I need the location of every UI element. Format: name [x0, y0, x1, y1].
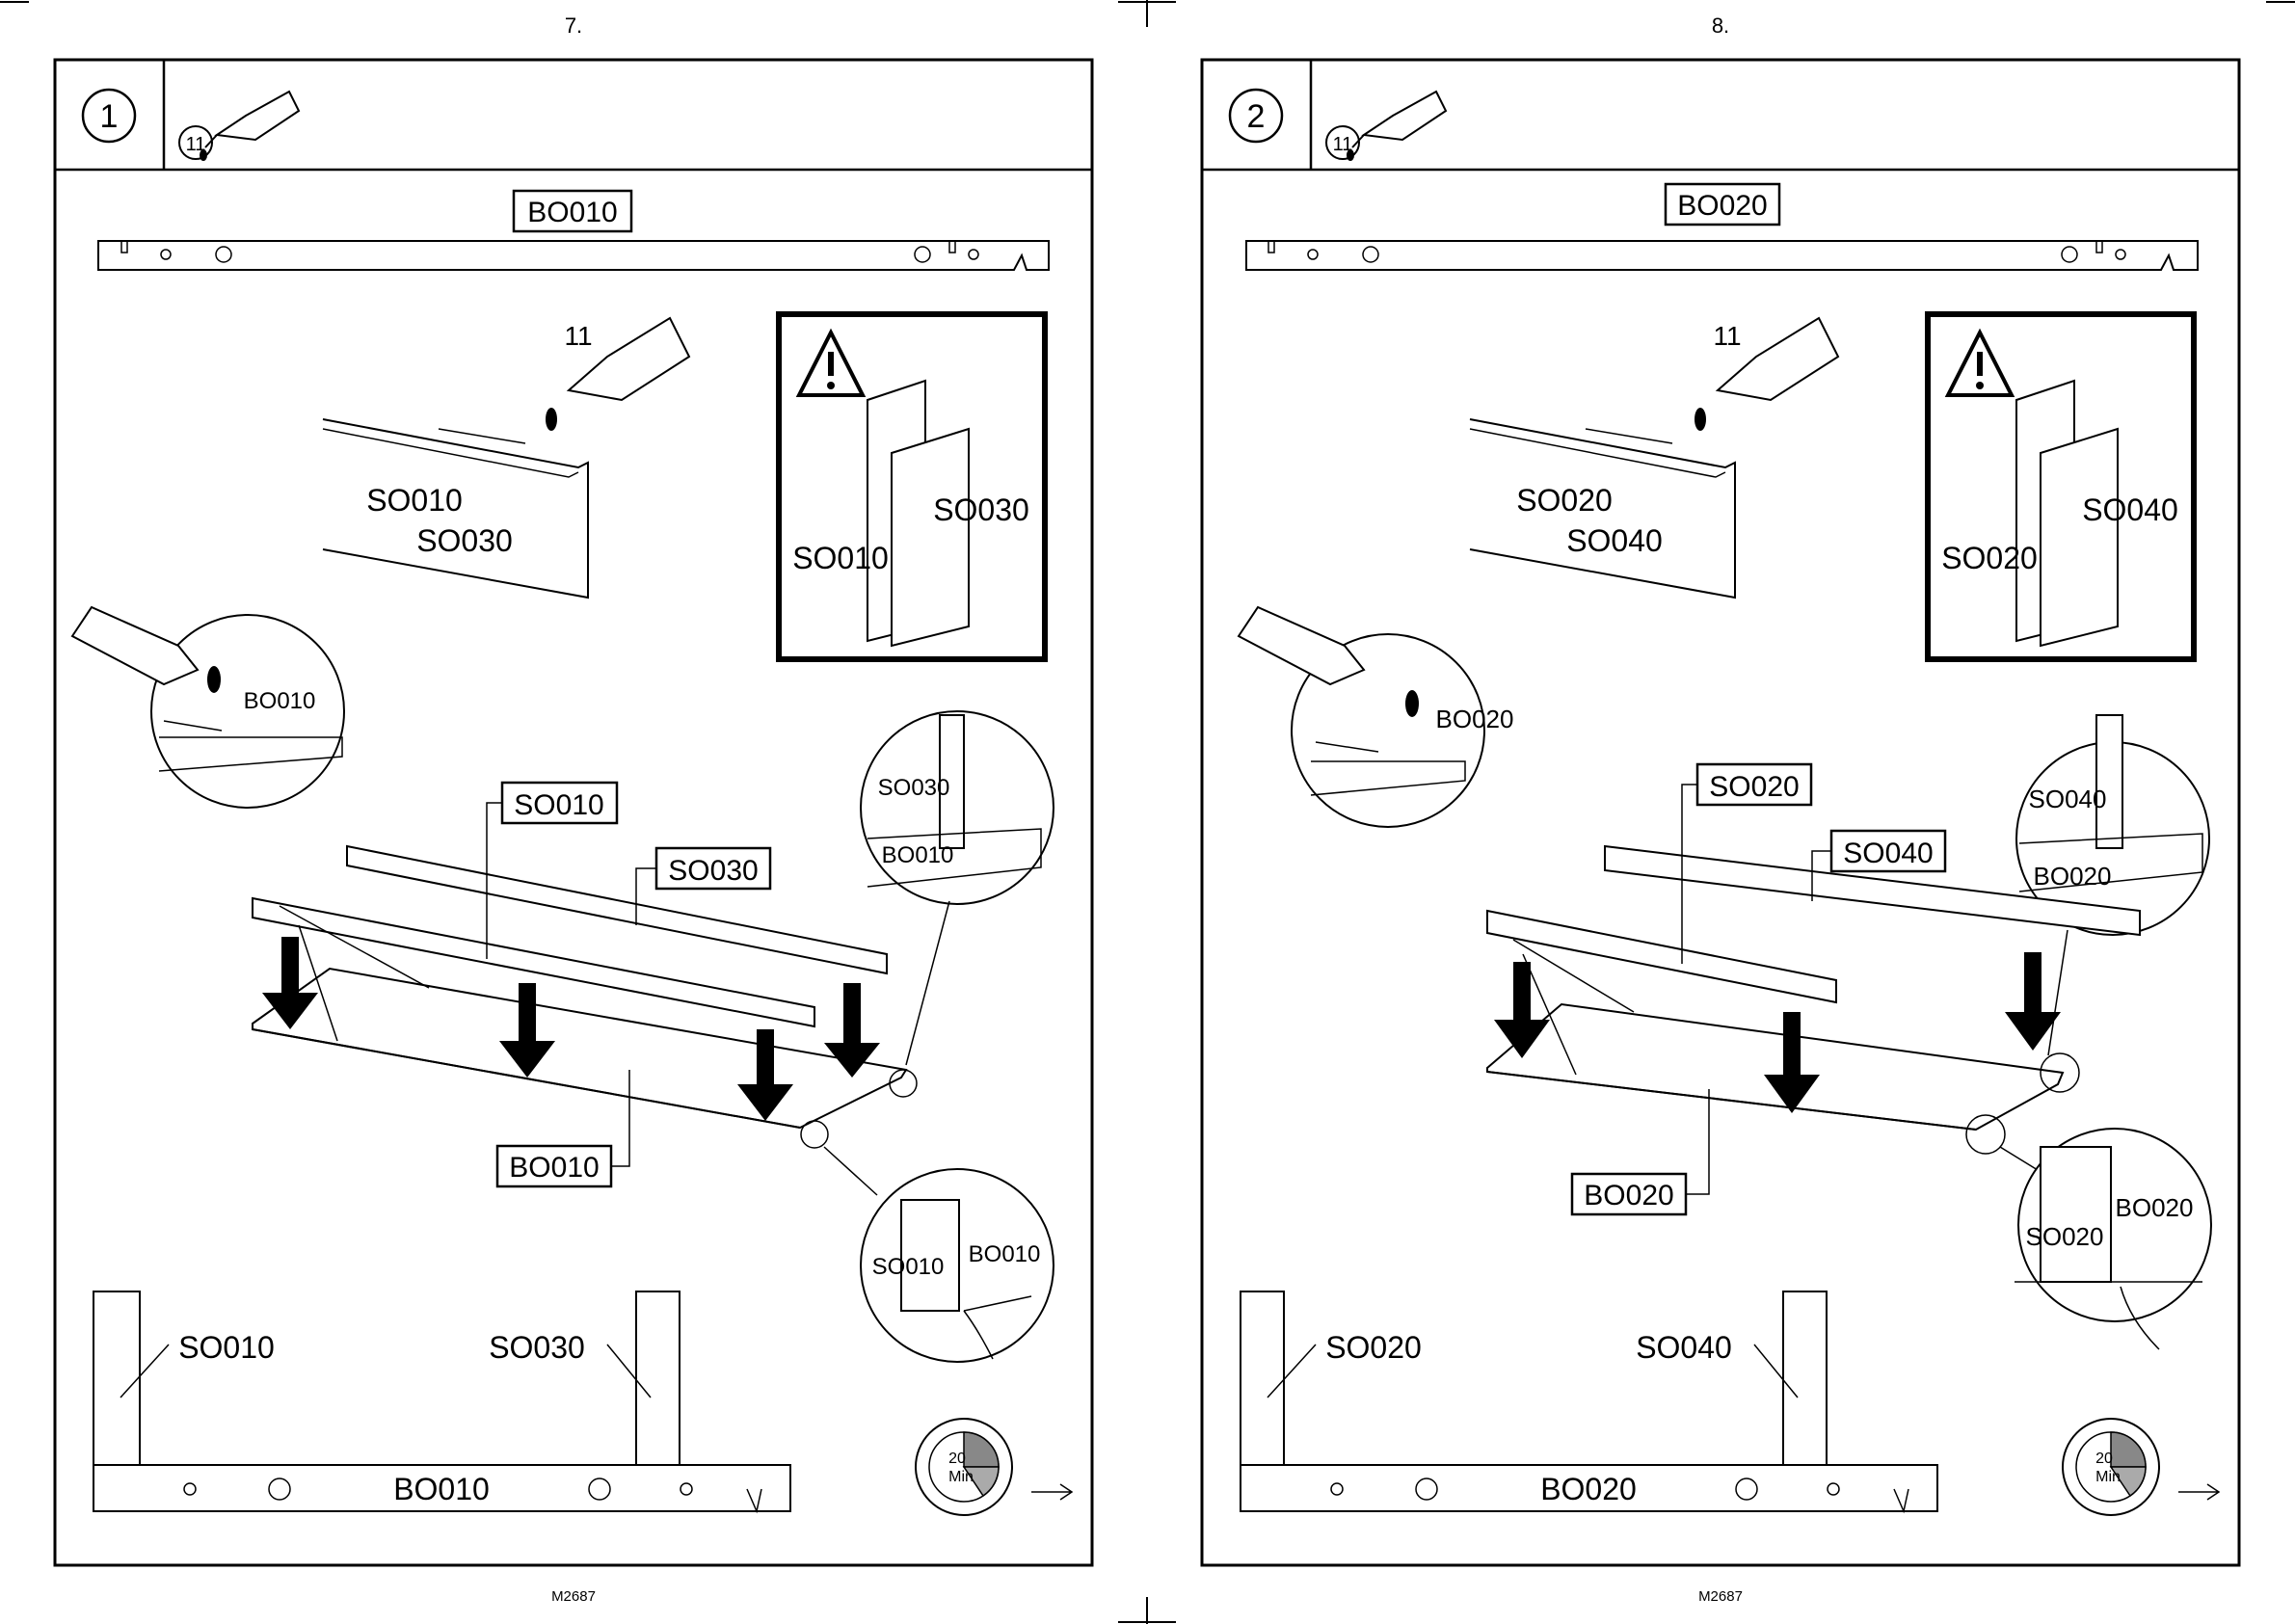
glue-tube-icon — [72, 607, 198, 684]
timer-icon: 20 Min — [2063, 1419, 2159, 1515]
bottom-board: BO010 — [393, 1472, 490, 1506]
bottom-side-left: SO010 — [178, 1330, 275, 1365]
glue-tube-icon — [200, 92, 299, 161]
zoom-right-bottom-a: SO010 — [872, 1254, 945, 1280]
zoom-right-top-b: BO010 — [882, 842, 954, 868]
warning-label-right: SO040 — [2082, 493, 2178, 527]
step-number: 1 — [100, 98, 119, 135]
side-part-a: SO010 — [366, 483, 463, 518]
warning-label-left: SO020 — [1941, 541, 2038, 575]
zoom-label: BO010 — [244, 688, 316, 714]
glue-callout: 11 — [564, 321, 592, 351]
zoom-right-top-a: SO040 — [2029, 785, 2107, 813]
zoom-right-bottom-a: SO020 — [2026, 1222, 2104, 1251]
side-part-b: SO030 — [416, 523, 513, 558]
boxed-side-a: SO010 — [514, 789, 603, 821]
glue-tube-icon — [1347, 92, 1446, 161]
zoom-label: BO020 — [1436, 705, 1514, 733]
warning-label-right: SO030 — [933, 493, 1029, 527]
board-profile — [98, 241, 1049, 270]
board-profile — [1246, 241, 2198, 270]
timer-unit: Min — [2095, 1469, 2121, 1485]
boxed-board: BO020 — [1584, 1180, 1673, 1211]
zoom-right-bottom-b: BO010 — [969, 1241, 1041, 1267]
bottom-side-mid: SO040 — [1636, 1330, 1732, 1365]
instruction-panel: 2 11 BO020 11 SO020 SO040 S — [1147, 0, 2295, 1624]
boxed-board: BO010 — [509, 1152, 599, 1184]
warning-label-left: SO010 — [792, 541, 889, 575]
timer-icon: 20 Min — [916, 1419, 1012, 1515]
boxed-side-b: SO030 — [668, 855, 758, 887]
glue-tube-icon — [1239, 607, 1364, 684]
zoom-right-top-a: SO030 — [878, 775, 950, 801]
board-label: BO010 — [527, 197, 617, 228]
boxed-side-a: SO020 — [1709, 771, 1799, 803]
timer-value: 20 — [2095, 1451, 2113, 1467]
instruction-panel: 1 11 BO010 11 SO010 SO030 — [0, 0, 1147, 1624]
step-number: 2 — [1247, 98, 1266, 135]
board-label: BO020 — [1677, 190, 1767, 222]
glue-callout: 11 — [1713, 321, 1741, 351]
timer-unit: Min — [948, 1469, 974, 1485]
zoom-right-bottom-b: BO020 — [2116, 1193, 2194, 1222]
bottom-side-left: SO020 — [1325, 1330, 1422, 1365]
zoom-right-top-b: BO020 — [2034, 862, 2112, 891]
timer-value: 20 — [948, 1451, 966, 1467]
bottom-side-mid: SO030 — [489, 1330, 585, 1365]
bottom-board: BO020 — [1540, 1472, 1637, 1506]
boxed-side-b: SO040 — [1843, 838, 1933, 869]
page-right: 8. M2687 2 11 BO020 11 SO020 SO040 — [1147, 0, 2295, 1624]
side-part-a: SO020 — [1516, 483, 1613, 518]
side-part-b: SO040 — [1566, 523, 1663, 558]
